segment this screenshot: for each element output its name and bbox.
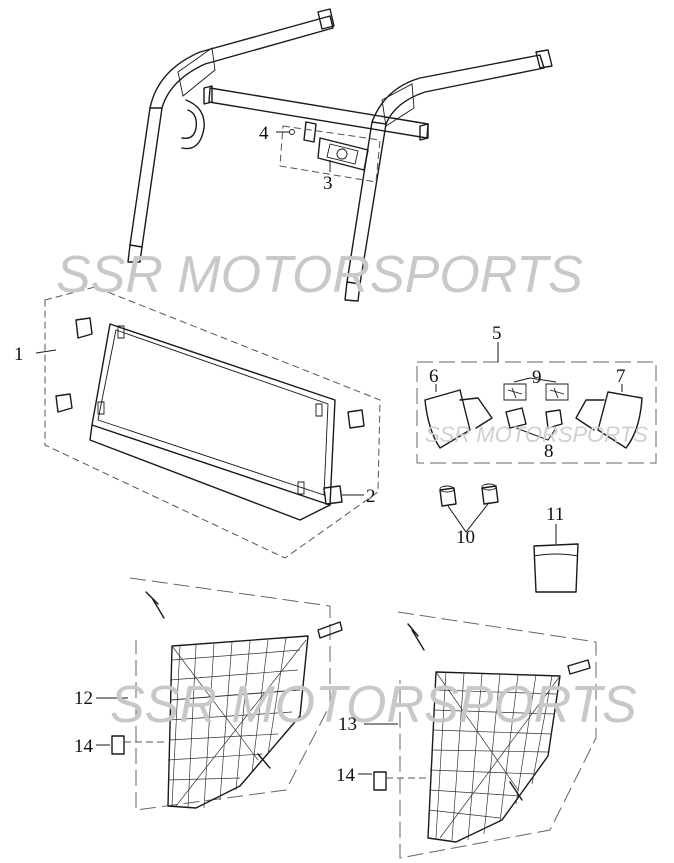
- callout-1: 1: [14, 344, 24, 365]
- right-door-net: [373, 611, 597, 859]
- roll-cage-frame: [127, 8, 553, 302]
- callout-11: 11: [546, 504, 564, 525]
- callout-9: 9: [532, 367, 542, 388]
- callout-14-right: 14: [336, 765, 356, 786]
- left-door-net: [111, 577, 343, 811]
- kit-bag: [533, 543, 579, 593]
- callout-10: 10: [456, 527, 475, 548]
- callout-7: 7: [616, 366, 626, 387]
- end-caps: [439, 483, 499, 507]
- callout-14-left: 14: [74, 736, 94, 757]
- callout-8: 8: [544, 441, 554, 462]
- callout-4: 4: [259, 123, 269, 144]
- callout-5: 5: [492, 323, 502, 344]
- mirror-kit-inset: [416, 361, 657, 464]
- leader-lines: [35, 131, 623, 775]
- watermark-main: SSR MOTORSPORTS: [56, 246, 583, 304]
- callout-13: 13: [338, 714, 357, 735]
- watermark-net: SSR MOTORSPORTS: [110, 676, 637, 734]
- callout-6: 6: [429, 366, 439, 387]
- callout-2: 2: [366, 486, 376, 507]
- callout-3: 3: [323, 173, 333, 194]
- windshield-assembly: [44, 286, 381, 559]
- watermark-inset: SSR MOTORSPORTS: [425, 422, 648, 447]
- callout-12: 12: [74, 688, 93, 709]
